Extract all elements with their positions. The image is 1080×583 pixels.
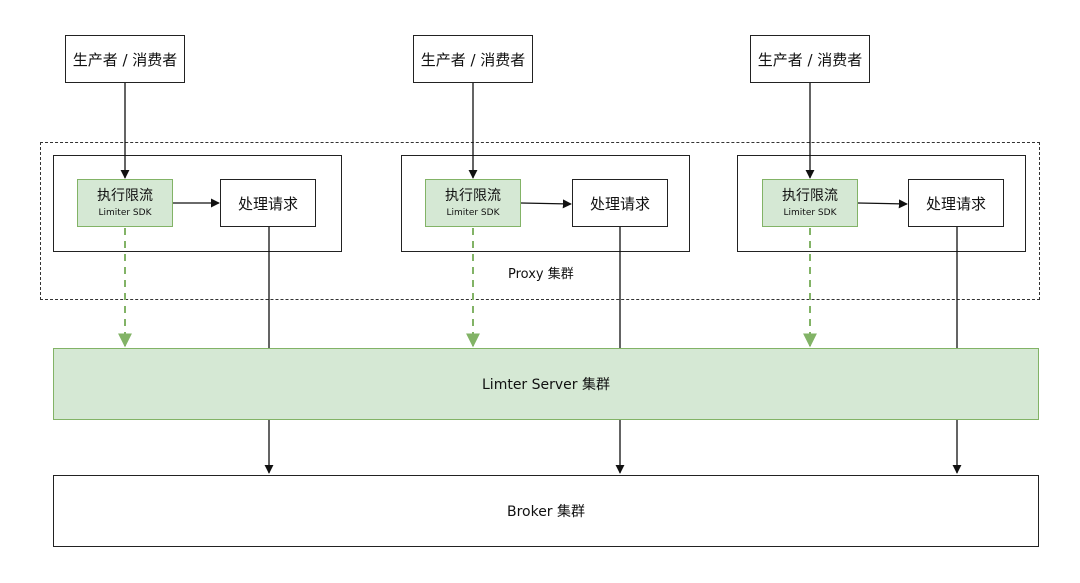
limiter-title: 执行限流 xyxy=(97,188,153,204)
limiter-subtitle: Limiter SDK xyxy=(446,208,500,218)
limiter-title: 执行限流 xyxy=(782,188,838,204)
handle-request-box-3: 处理请求 xyxy=(908,179,1004,227)
handle-request-box-2: 处理请求 xyxy=(572,179,668,227)
limiter-subtitle: Limiter SDK xyxy=(783,208,837,218)
handle-request-box-1: 处理请求 xyxy=(220,179,316,227)
limiter-sdk-box-3: 执行限流 Limiter SDK xyxy=(762,179,858,227)
limiter-server-cluster: Limter Server 集群 xyxy=(53,348,1039,420)
limiter-sdk-box-2: 执行限流 Limiter SDK xyxy=(425,179,521,227)
limiter-title: 执行限流 xyxy=(445,188,501,204)
proxy-cluster-frame xyxy=(40,142,1040,300)
broker-cluster: Broker 集群 xyxy=(53,475,1039,547)
client-box-3: 生产者 / 消费者 xyxy=(750,35,870,83)
client-box-2: 生产者 / 消费者 xyxy=(413,35,533,83)
proxy-cluster-label: Proxy 集群 xyxy=(508,267,574,282)
limiter-subtitle: Limiter SDK xyxy=(98,208,152,218)
limiter-sdk-box-1: 执行限流 Limiter SDK xyxy=(77,179,173,227)
client-box-1: 生产者 / 消费者 xyxy=(65,35,185,83)
